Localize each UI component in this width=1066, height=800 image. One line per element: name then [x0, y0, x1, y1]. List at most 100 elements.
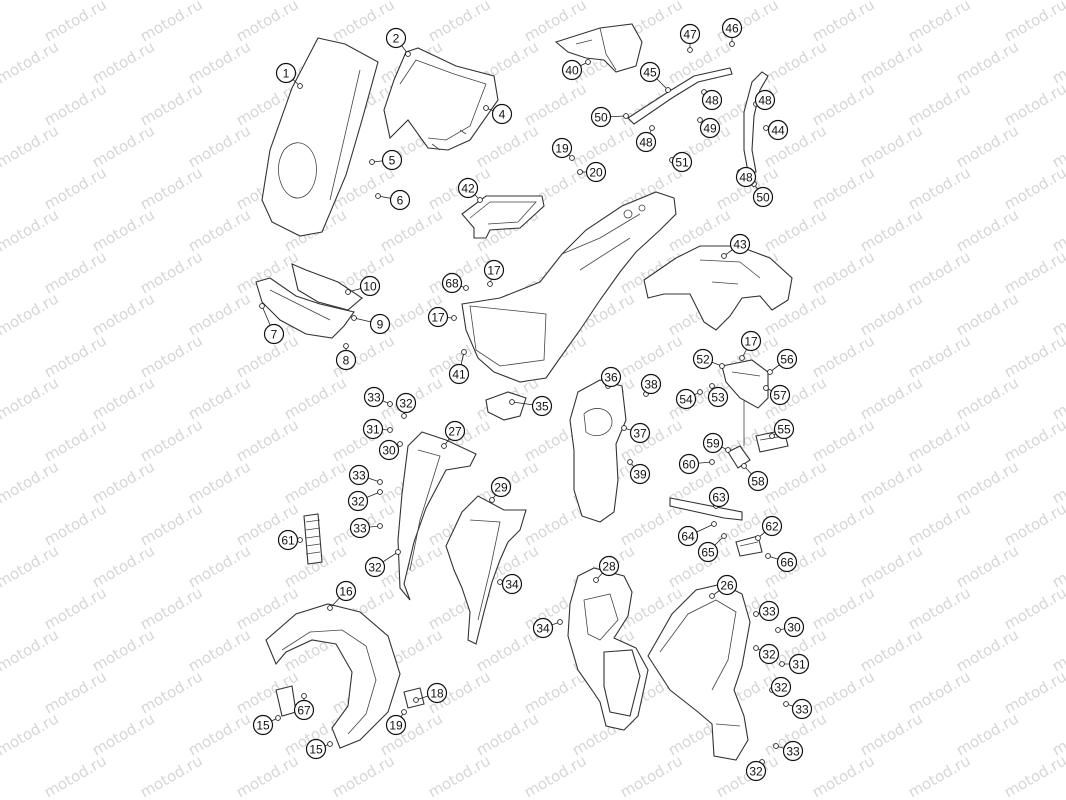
- callout-circle: [769, 384, 791, 406]
- fastener-dot: [395, 549, 401, 555]
- fastener-dot: [753, 645, 759, 651]
- plate-bracket-part: [727, 400, 751, 469]
- callout-7: 7: [263, 323, 285, 345]
- callout-33: 33: [348, 464, 370, 486]
- callout-circle: [585, 161, 607, 183]
- callout-label: 2: [393, 32, 400, 46]
- fastener-dot: [377, 489, 383, 495]
- callout-64: 64: [677, 525, 699, 547]
- callout-circle: [782, 740, 804, 762]
- watermark-text: motod.ru: [1049, 0, 1066, 3]
- callout-label: 32: [762, 648, 776, 662]
- callout-61: 61: [277, 529, 299, 551]
- callout-label: 33: [367, 391, 381, 405]
- fastener-dot: [351, 315, 357, 321]
- callout-18: 18: [426, 682, 448, 704]
- fastener-dot: [665, 87, 671, 93]
- callout-label: 42: [461, 182, 475, 196]
- fastener-dot: [557, 619, 563, 625]
- callout-circle: [349, 517, 371, 539]
- callout-48: 48: [754, 89, 776, 111]
- callout-8: 8: [335, 349, 357, 371]
- callout-circle: [501, 573, 523, 595]
- callout-circle: [767, 119, 789, 141]
- callout-circle: [347, 490, 369, 512]
- callout-label: 48: [758, 94, 772, 108]
- callout-44: 44: [767, 119, 789, 141]
- callout-label: 32: [774, 681, 788, 695]
- watermark-text: motod.ru: [1049, 457, 1066, 507]
- callout-17: 17: [427, 306, 449, 328]
- callout-37: 37: [629, 422, 651, 444]
- callout-label: 60: [682, 458, 696, 472]
- fastener-dot: [483, 105, 489, 111]
- callout-68: 68: [441, 272, 463, 294]
- rear-fender-part: [643, 245, 793, 331]
- callout-17: 17: [740, 330, 762, 352]
- callout-circle: [671, 151, 693, 173]
- callout-label: 57: [773, 389, 787, 403]
- callout-label: 62: [765, 520, 779, 534]
- callout-circle: [729, 233, 751, 255]
- fastener-dot: [441, 443, 447, 449]
- callout-circle: [457, 177, 479, 199]
- callout-label: 59: [706, 437, 720, 451]
- callout-label: 5: [389, 154, 396, 168]
- callout-label: 17: [744, 335, 758, 349]
- callout-label: 27: [448, 425, 462, 439]
- callout-label: 40: [565, 64, 579, 78]
- callout-circle: [385, 27, 407, 49]
- callout-label: 20: [589, 166, 603, 180]
- callout-42: 42: [457, 177, 479, 199]
- fastener-dot: [275, 715, 281, 721]
- callout-label: 47: [683, 28, 697, 42]
- fastener-dot: [345, 289, 351, 295]
- fastener-dot: [763, 125, 769, 131]
- callout-label: 53: [711, 391, 725, 405]
- callout-16: 16: [335, 580, 357, 602]
- watermark-text: motod.ru: [1049, 121, 1066, 171]
- callout-circle: [426, 682, 448, 704]
- callout-19: 19: [385, 714, 407, 736]
- fastener-dot: [577, 169, 583, 175]
- callout-label: 26: [720, 579, 734, 593]
- watermark-text: motod.ru: [905, 751, 974, 800]
- watermark-text: motod.ru: [329, 751, 398, 800]
- fastener-dot: [497, 579, 503, 585]
- callout-53: 53: [707, 386, 729, 408]
- callout-circle: [277, 529, 299, 551]
- right-inner-panel-part: [445, 495, 527, 645]
- callout-circle: [640, 373, 662, 395]
- callout-28: 28: [598, 555, 620, 577]
- callout-52: 52: [692, 348, 714, 370]
- fastener-dot: [739, 355, 745, 361]
- fastener-dot: [593, 577, 599, 583]
- callout-15: 15: [252, 714, 274, 736]
- callout-51: 51: [671, 151, 693, 173]
- callout-circle: [348, 464, 370, 486]
- fastener-dot: [369, 159, 375, 165]
- callout-20: 20: [585, 161, 607, 183]
- callout-circle: [776, 551, 798, 573]
- callout-1: 1: [275, 62, 297, 84]
- callout-circle: [752, 186, 774, 208]
- callout-label: 48: [739, 171, 753, 185]
- callout-32: 32: [770, 676, 792, 698]
- watermark-text: motod.ru: [617, 751, 686, 800]
- callout-label: 49: [703, 122, 717, 136]
- callout-60: 60: [678, 453, 700, 475]
- callout-circle: [531, 395, 553, 417]
- callout-41: 41: [448, 363, 470, 385]
- fastener-dot: [451, 315, 457, 321]
- callout-label: 48: [639, 136, 653, 150]
- callout-label: 37: [633, 427, 647, 441]
- callout-label: 29: [494, 481, 508, 495]
- fastener-dot: [405, 51, 411, 57]
- callout-50: 50: [590, 106, 612, 128]
- fastener-dot: [327, 741, 333, 747]
- callout-32: 32: [364, 556, 386, 578]
- callout-circle: [551, 137, 573, 159]
- callout-label: 33: [795, 703, 809, 717]
- right-lower-fairing-part: [647, 583, 751, 761]
